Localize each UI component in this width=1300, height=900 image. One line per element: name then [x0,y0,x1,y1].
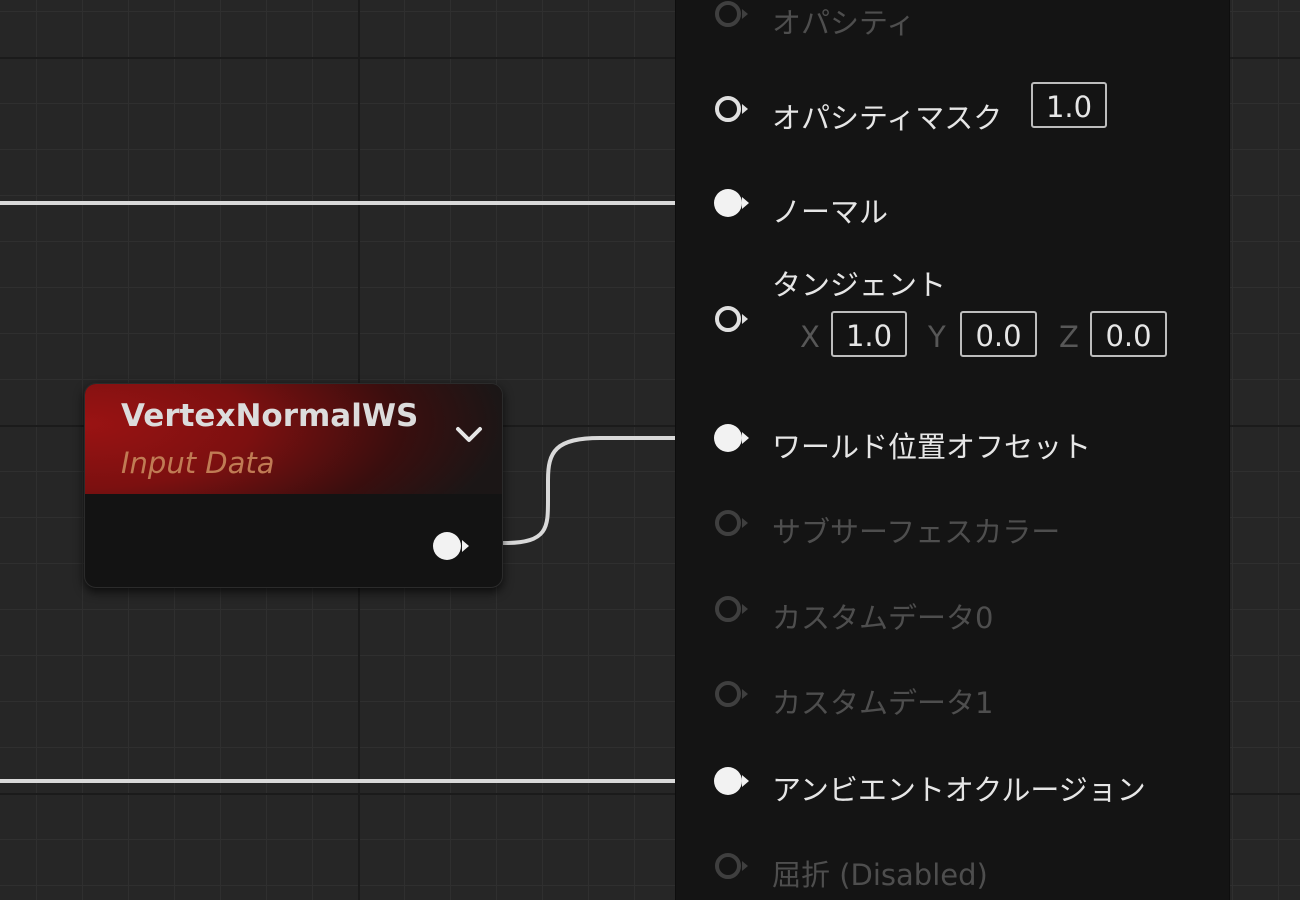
pin-label-refraction: 屈折 (Disabled) [772,858,988,892]
custom-data-0-pin-icon[interactable] [713,594,748,624]
pin-label-tangent: タンジェント [772,268,947,302]
pin-row-subsurface-color[interactable]: サブサーフェスカラー [676,503,1229,549]
normal-pin-icon[interactable] [713,188,749,218]
tangent-y-label: Y [928,320,946,354]
pin-label-subsurface-color: サブサーフェスカラー [772,515,1061,549]
pin-label-custom-data-0: カスタムデータ0 [772,601,994,635]
pin-row-custom-data-0[interactable]: カスタムデータ0 [676,589,1229,635]
opacity-mask-pin-icon[interactable] [713,94,748,124]
tangent-z-label: Z [1059,320,1079,354]
node-title: VertexNormalWS [121,398,419,434]
custom-data-1-pin-icon[interactable] [713,679,748,709]
pin-label-opacity: オパシティ [772,6,916,40]
pin-row-tangent[interactable]: タンジェント X 1.0 Y 0.0 Z 0.0 [676,268,1229,357]
pin-row-world-position-offset[interactable]: ワールド位置オフセット [676,418,1229,464]
refraction-pin-icon[interactable] [713,851,748,881]
ambient-occlusion-pin-icon[interactable] [713,766,749,796]
output-pin-icon[interactable] [431,531,471,561]
pin-row-custom-data-1[interactable]: カスタムデータ1 [676,674,1229,720]
tangent-x-label: X [800,320,820,354]
tangent-z-field[interactable]: 0.0 [1090,311,1167,357]
pin-label-opacity-mask: オパシティマスク [772,101,1003,135]
pin-row-opacity-mask[interactable]: オパシティマスク 1.0 [676,82,1229,135]
tangent-pin-icon[interactable] [713,304,748,334]
pin-row-normal[interactable]: ノーマル [676,183,1229,229]
pin-label-normal: ノーマル [772,195,889,229]
pin-row-ambient-occlusion[interactable]: アンビエントオクルージョン [676,761,1229,807]
pin-label-world-position-offset: ワールド位置オフセット [772,430,1092,464]
pin-label-custom-data-1: カスタムデータ1 [772,686,994,720]
tangent-y-field[interactable]: 0.0 [960,311,1037,357]
opacity-pin-icon[interactable] [713,0,748,29]
tangent-x-field[interactable]: 1.0 [831,311,907,357]
material-result-node: オパシティ オパシティマスク 1.0 ノーマル タンジェント X 1.0 Y 0… [675,0,1230,900]
node-subtitle: Input Data [121,446,275,480]
node-header[interactable] [85,384,502,494]
world-position-offset-pin-icon[interactable] [713,423,749,453]
chevron-down-icon[interactable] [455,424,483,446]
pin-row-refraction[interactable]: 屈折 (Disabled) [676,846,1229,892]
vertex-normal-ws-node[interactable]: VertexNormalWS Input Data [84,383,503,588]
pin-row-opacity[interactable]: オパシティ [676,0,1229,40]
subsurface-color-pin-icon[interactable] [713,508,748,538]
pin-label-ambient-occlusion: アンビエントオクルージョン [772,773,1146,807]
opacity-mask-value-field[interactable]: 1.0 [1031,82,1107,128]
